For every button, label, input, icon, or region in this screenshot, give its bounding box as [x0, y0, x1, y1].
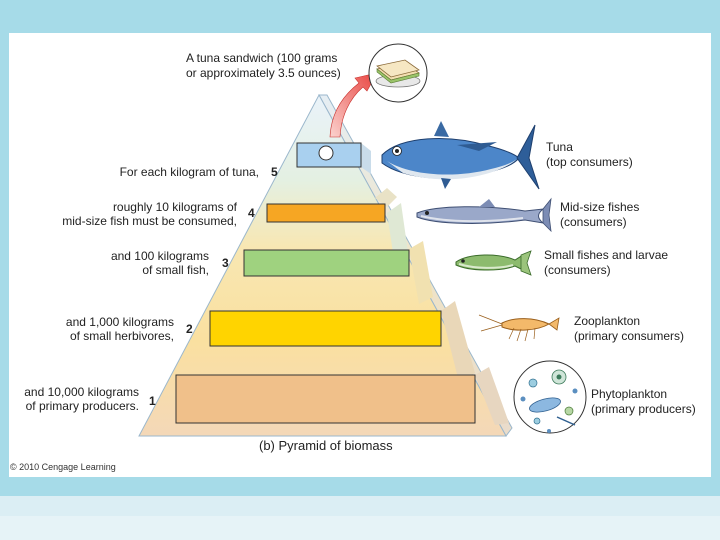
- organism-tuna-name: Tuna: [546, 140, 573, 154]
- organism-phytoplankton-name: Phytoplankton: [591, 387, 667, 401]
- level-3-text-line2: of small fish,: [142, 263, 209, 277]
- diagram-panel: A tuna sandwich (100 grams or approximat…: [9, 33, 711, 477]
- sandwich-note-line2: or approximately 3.5 ounces): [186, 66, 341, 80]
- organism-mid-size-fishes-name: Mid-size fishes: [560, 200, 639, 214]
- level-bar-2: [209, 301, 475, 382]
- bottom-stripe: [0, 516, 720, 540]
- sandwich-icon: [368, 43, 428, 103]
- zooplankton-icon: [478, 314, 560, 342]
- tuna-icon: [381, 121, 540, 190]
- level-2-text-line1: and 1,000 kilograms: [66, 315, 174, 329]
- level-3-text-line1: and 100 kilograms: [111, 249, 209, 263]
- organism-phytoplankton-role: (primary producers): [591, 402, 696, 416]
- level-1-text-line2: of primary producers.: [26, 399, 139, 413]
- small-fish-icon: [455, 250, 532, 276]
- level-2-text-line2: of small herbivores,: [70, 329, 174, 343]
- sandwich-note-line1: A tuna sandwich (100 grams: [186, 51, 337, 65]
- level-bar-3: [243, 241, 433, 304]
- level-bar-5: [296, 142, 371, 174]
- level-3-number: 3: [222, 256, 229, 270]
- level-4-text-line2: mid-size fish must be consumed,: [62, 214, 237, 228]
- organism-mid-size-fishes-role: (consumers): [560, 215, 627, 229]
- copyright-text: © 2010 Cengage Learning: [10, 462, 116, 472]
- level-4-text-line1: roughly 10 kilograms of: [113, 200, 238, 214]
- level-5-number: 5: [271, 165, 278, 179]
- level-4-number: 4: [248, 206, 255, 220]
- biomass-pyramid-diagram: A tuna sandwich (100 grams or approximat…: [10, 43, 696, 472]
- level-5-text-line1: For each kilogram of tuna,: [120, 165, 259, 179]
- organism-zooplankton-name: Zooplankton: [574, 314, 640, 328]
- organism-tuna-role: (top consumers): [546, 155, 633, 169]
- diagram-caption: (b) Pyramid of biomass: [259, 438, 393, 453]
- phytoplankton-icon: [513, 360, 587, 434]
- red-arrow: [329, 72, 378, 138]
- level-1-text-line1: and 10,000 kilograms: [24, 385, 139, 399]
- level-1-number: 1: [149, 394, 156, 408]
- level-bar-1: [175, 367, 509, 425]
- organism-small-fishes-role: (consumers): [544, 263, 611, 277]
- organism-zooplankton-role: (primary consumers): [574, 329, 684, 343]
- bottom-band: [0, 496, 720, 540]
- level-2-number: 2: [186, 322, 193, 336]
- organism-small-fishes-name: Small fishes and larvae: [544, 248, 668, 262]
- mid-size-fish-icon: [416, 197, 552, 233]
- tuna-portion-icon: [318, 145, 334, 161]
